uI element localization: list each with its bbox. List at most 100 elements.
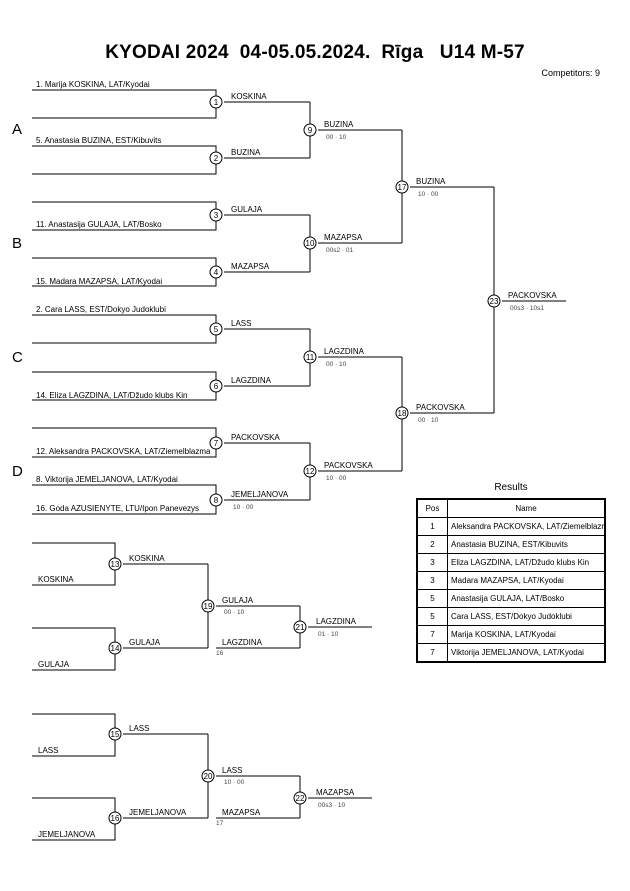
svg-text:11: 11 bbox=[306, 353, 315, 362]
match-winner: PACKOVSKA bbox=[416, 403, 465, 412]
athlete-entry: 15. Madara MAZAPSA, LAT/Kyodai bbox=[36, 277, 162, 286]
match-7: 7 bbox=[209, 436, 223, 450]
svg-text:14: 14 bbox=[111, 644, 120, 653]
bracket-ref: 17 bbox=[216, 820, 224, 827]
result-name: Cara LASS, EST/Dokyo Judoklubi bbox=[447, 607, 606, 626]
match-score: 10 · 00 bbox=[224, 779, 245, 786]
match-winner: LASS bbox=[231, 319, 251, 328]
repechage-entrant: MAZAPSA bbox=[222, 808, 261, 817]
match-2: 2 bbox=[209, 151, 223, 165]
result-name: Aleksandra PACKOVSKA, LAT/Ziemelblazma bbox=[447, 517, 606, 536]
athlete-entry: 8. Viktorija JEMELJANOVA, LAT/Kyodai bbox=[36, 475, 178, 484]
svg-text:16: 16 bbox=[111, 814, 120, 823]
match-11: 11 bbox=[303, 350, 317, 364]
match-6: 6 bbox=[209, 379, 223, 393]
repechage-entrant: GULAJA bbox=[38, 660, 70, 669]
pool-label-c: C bbox=[12, 349, 23, 366]
svg-text:19: 19 bbox=[204, 602, 213, 611]
match-winner: JEMELJANOVA bbox=[129, 808, 187, 817]
result-name: Marija KOSKINA, LAT/Kyodai bbox=[447, 625, 606, 644]
svg-text:10: 10 bbox=[306, 239, 315, 248]
result-pos: 1 bbox=[416, 517, 448, 536]
pool-label-d: D bbox=[12, 463, 23, 480]
final-winner: PACKOVSKA bbox=[508, 291, 557, 300]
match-22: 22 bbox=[293, 791, 307, 805]
match-score: 01 · 10 bbox=[318, 631, 339, 638]
svg-text:20: 20 bbox=[204, 772, 213, 781]
match-score: 00 · 10 bbox=[224, 609, 245, 616]
match-10: 10 bbox=[303, 236, 317, 250]
match-21: 21 bbox=[293, 620, 307, 634]
match-score: 00s2 · 01 bbox=[326, 247, 353, 254]
svg-text:15: 15 bbox=[111, 730, 120, 739]
match-winner: MAZAPSA bbox=[324, 233, 363, 242]
pool-label-a: A bbox=[12, 121, 22, 138]
athlete-entry: 5. Anastasia BUZINA, EST/Kibuvits bbox=[36, 136, 161, 145]
match-winner: LAGZDINA bbox=[324, 347, 365, 356]
match-4: 4 bbox=[209, 265, 223, 279]
svg-text:12: 12 bbox=[306, 467, 315, 476]
results-title: Results bbox=[494, 482, 528, 493]
bracket-ref: 16 bbox=[216, 650, 224, 657]
match-score: 00s3 · 10 bbox=[318, 802, 345, 809]
match-winner: PACKOVSKA bbox=[324, 461, 373, 470]
athlete-entry: 14. Eliza LAGZDINA, LAT/Džudo klubs Kin bbox=[36, 391, 187, 400]
match-winner: LASS bbox=[222, 766, 242, 775]
match-score: 10 · 00 bbox=[326, 475, 347, 482]
match-winner: KOSKINA bbox=[231, 92, 267, 101]
repechage-entrant: LASS bbox=[38, 746, 58, 755]
result-pos: 7 bbox=[416, 625, 448, 644]
svg-text:23: 23 bbox=[490, 297, 499, 306]
svg-text:6: 6 bbox=[214, 382, 219, 391]
result-pos: 2 bbox=[416, 535, 448, 554]
match-12: 12 bbox=[303, 464, 317, 478]
match-winner: GULAJA bbox=[222, 596, 254, 605]
match-winner: PACKOVSKA bbox=[231, 433, 280, 442]
match-score: 00 · 10 bbox=[326, 134, 347, 141]
athlete-entry: 1. Marija KOSKINA, LAT/Kyodai bbox=[36, 80, 150, 89]
result-name: Anastasija GULAJA, LAT/Bosko bbox=[447, 589, 606, 608]
match-winner: GULAJA bbox=[231, 205, 263, 214]
match-18: 18 bbox=[395, 406, 409, 420]
match-17: 17 bbox=[395, 180, 409, 194]
match-score: 00s3 · 10s1 bbox=[510, 305, 544, 312]
result-pos: 3 bbox=[416, 571, 448, 590]
svg-text:3: 3 bbox=[214, 211, 219, 220]
match-15: 15 bbox=[108, 727, 122, 741]
bronze-winner: LAGZDINA bbox=[316, 617, 357, 626]
match-20: 20 bbox=[201, 769, 215, 783]
match-winner: GULAJA bbox=[129, 638, 161, 647]
match-score: 00 · 10 bbox=[326, 361, 347, 368]
match-19: 19 bbox=[201, 599, 215, 613]
match-winner: BUZINA bbox=[324, 120, 354, 129]
match-score: 00 · 10 bbox=[418, 417, 439, 424]
result-name: Eliza LAGZDINA, LAT/Džudo klubs Kin bbox=[447, 553, 606, 572]
svg-text:22: 22 bbox=[296, 794, 305, 803]
match-winner: JEMELJANOVA bbox=[231, 490, 289, 499]
result-pos: 3 bbox=[416, 553, 448, 572]
athlete-entry: 12. Aleksandra PACKOVSKA, LAT/Ziemelblaz… bbox=[36, 447, 211, 456]
svg-text:8: 8 bbox=[214, 496, 219, 505]
result-name: Viktorija JEMELJANOVA, LAT/Kyodai bbox=[447, 643, 606, 663]
result-name: Anastasia BUZINA, EST/Kibuvits bbox=[447, 535, 606, 554]
svg-text:2: 2 bbox=[214, 154, 219, 163]
match-winner: MAZAPSA bbox=[231, 262, 270, 271]
match-winner: LAGZDINA bbox=[231, 376, 272, 385]
svg-text:17: 17 bbox=[398, 183, 407, 192]
repechage-entrant: KOSKINA bbox=[38, 575, 74, 584]
match-1: 1 bbox=[209, 95, 223, 109]
svg-text:5: 5 bbox=[214, 325, 219, 334]
svg-text:4: 4 bbox=[214, 268, 219, 277]
match-23: 23 bbox=[487, 294, 501, 308]
match-9: 9 bbox=[303, 123, 317, 137]
svg-text:21: 21 bbox=[296, 623, 305, 632]
